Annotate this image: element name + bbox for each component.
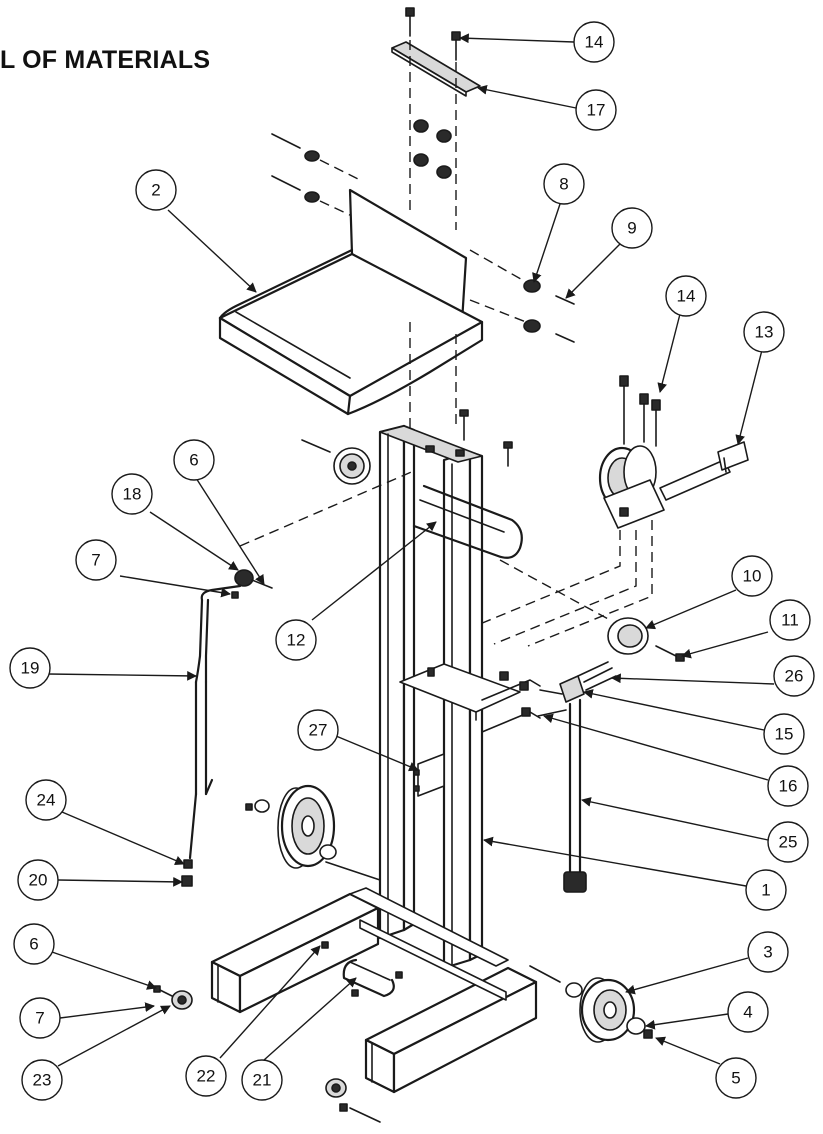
wheel-left (245, 784, 337, 869)
callout-label: 7 (35, 1009, 44, 1028)
base-leg-right (364, 966, 538, 1094)
callout: 3 (747, 931, 789, 973)
callout-label: 2 (151, 181, 160, 200)
callout: 22 (185, 1055, 227, 1097)
callout: 14 (665, 275, 707, 317)
callout-label: 6 (29, 935, 38, 954)
callout: 7 (19, 997, 61, 1039)
callout-label: 12 (287, 631, 306, 650)
caster-bottom (325, 1078, 381, 1123)
top-bolt-right (451, 31, 461, 61)
hidden-line-winch-b (493, 530, 637, 645)
base-leg-left (210, 892, 380, 1014)
callout-label: 26 (785, 667, 804, 686)
pins-left (271, 133, 361, 217)
callout: 14 (573, 21, 615, 63)
callout: 13 (743, 311, 785, 353)
axle-left (325, 861, 381, 881)
callout: 16 (767, 765, 809, 807)
callout-label: 21 (253, 1071, 272, 1090)
foot-pedal (321, 941, 403, 998)
callout-label: 5 (731, 1069, 740, 1088)
callout: 12 (275, 619, 317, 661)
axle-right (529, 965, 561, 983)
cross-bracket (399, 663, 521, 721)
callout-label: 25 (779, 833, 798, 852)
callout: 23 (21, 1059, 63, 1101)
callout: 8 (543, 163, 585, 205)
callout-label: 7 (91, 551, 100, 570)
callout-label: 10 (743, 567, 762, 586)
release-lever (181, 584, 242, 887)
callout: 19 (9, 647, 51, 689)
push-handle (412, 484, 523, 559)
foot-lock-bracket (481, 661, 617, 733)
callout-label: 24 (37, 791, 56, 810)
callout-label: 18 (123, 485, 142, 504)
callout-label: 23 (33, 1071, 52, 1090)
page-title: L OF MATERIALS (0, 46, 211, 74)
callout-label: 8 (559, 175, 568, 194)
leader-lines (47, 33, 775, 1067)
callout-label: 27 (309, 721, 328, 740)
nut-and-pin-right (469, 249, 575, 343)
callout-label: 14 (677, 287, 696, 306)
callout: 9 (611, 207, 653, 249)
callout-label: 15 (775, 725, 794, 744)
top-bolt-left (405, 7, 415, 37)
callout-label: 17 (587, 101, 606, 120)
callout: 1 (745, 869, 787, 911)
callout: 17 (575, 89, 617, 131)
callout-label: 1 (761, 881, 770, 900)
platform-tray (218, 188, 484, 416)
wheel-right (565, 977, 653, 1043)
callout-label: 14 (585, 33, 604, 52)
mast (378, 424, 484, 970)
callout-label: 6 (189, 451, 198, 470)
pulley-left (301, 439, 371, 485)
hidden-line-winch-c (527, 520, 653, 647)
base-crossmember (349, 887, 509, 1001)
callout: 7 (75, 539, 117, 581)
floor-lock-rod (563, 698, 587, 893)
hidden-line-cable-b (499, 559, 611, 621)
callout: 5 (715, 1057, 757, 1099)
callout-label: 19 (21, 659, 40, 678)
lever-roller (231, 569, 273, 599)
callout-label: 3 (763, 943, 772, 962)
callout-label: 20 (29, 871, 48, 890)
callout: 15 (763, 713, 805, 755)
callout-label: 22 (197, 1067, 216, 1086)
hand-winch (598, 375, 749, 529)
callout: 18 (111, 473, 153, 515)
callout: 21 (241, 1059, 283, 1101)
callout: 11 (769, 599, 811, 641)
callout: 25 (767, 821, 809, 863)
callout: 4 (727, 991, 769, 1033)
mast-plate (413, 753, 445, 797)
callout-label: 13 (755, 323, 774, 342)
strap-plate (391, 41, 481, 97)
roller-bearings (413, 119, 452, 179)
callout-label: 4 (743, 1003, 752, 1022)
caster-left (153, 985, 193, 1010)
callout-label: 11 (781, 611, 799, 630)
mast-top-bolts (459, 409, 513, 467)
pulley-right (607, 617, 685, 662)
callout: 24 (25, 779, 67, 821)
callout: 27 (297, 709, 339, 751)
callout: 6 (13, 923, 55, 965)
callout-label: 16 (779, 777, 798, 796)
hidden-line-winch-a (479, 530, 621, 625)
callout: 10 (731, 555, 773, 597)
callout-label: 9 (627, 219, 636, 238)
callout: 6 (173, 439, 215, 481)
callout: 26 (773, 655, 815, 697)
callout: 2 (135, 169, 177, 211)
callout: 20 (17, 859, 59, 901)
